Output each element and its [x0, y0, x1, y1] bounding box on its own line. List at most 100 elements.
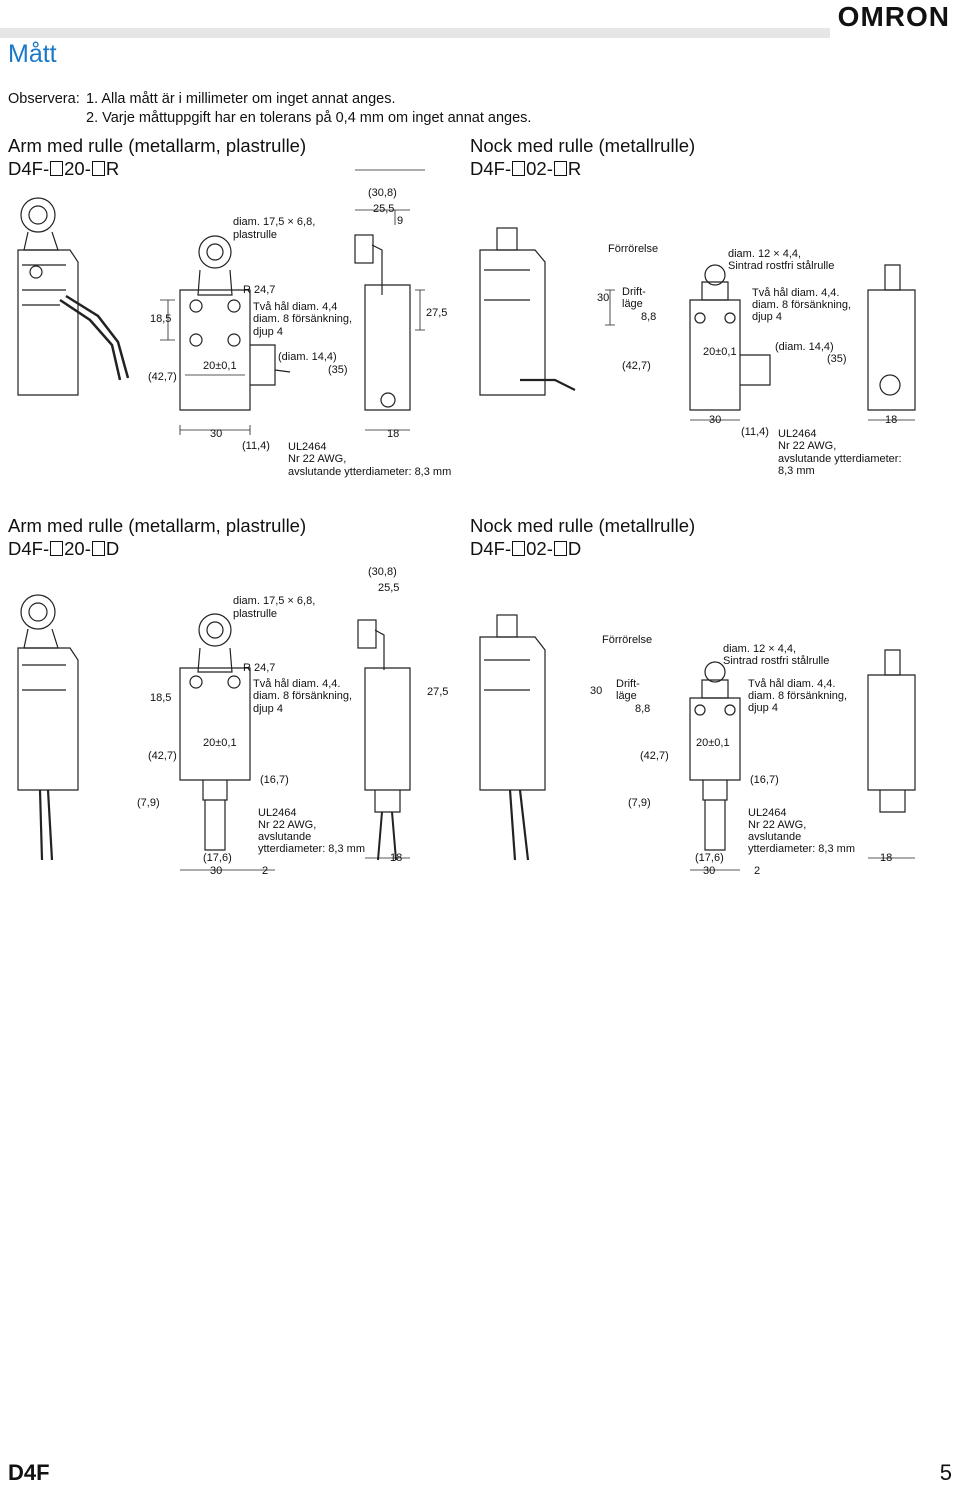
dim-label: 18	[387, 428, 400, 440]
dim-label: avslutande	[258, 831, 312, 843]
dim-label: (42,7)	[640, 750, 669, 762]
drawing-arm-r-side	[354, 169, 425, 411]
dim-label: R 24,7	[243, 662, 276, 674]
notes: Observera:1. Alla mått är i millimeter o…	[8, 90, 531, 128]
dim-label: 20±0,1	[703, 346, 737, 358]
dim-label: diam. 8 försänkning,	[752, 299, 852, 311]
dim-label: 8,8	[635, 703, 651, 715]
dim-label: plastrulle	[233, 229, 278, 241]
dim-label: 8,8	[641, 311, 657, 323]
dim-label: diam. 8 försänkning,	[253, 313, 353, 325]
dim-label: diam. 8 försänkning,	[748, 690, 848, 702]
section-title-arm-d: Arm med rulle (metallarm, plastrulle) D4…	[8, 514, 306, 560]
dim-label: 2	[754, 865, 761, 877]
drawing-cam-d-front	[689, 661, 741, 851]
dim-label: avslutande	[748, 831, 802, 843]
dim-label: Två hål diam. 4,4.	[253, 678, 341, 690]
dim-label: R 24,7	[243, 284, 276, 296]
drawing-arm-d-side	[357, 619, 411, 861]
dim-label: (7,9)	[628, 797, 651, 809]
dim-label: Nr 22 AWG,	[258, 819, 317, 831]
dim-label: diam. 12 × 4,4,	[723, 643, 797, 655]
dim-label: (35)	[328, 364, 348, 376]
dim-label: 30	[590, 685, 603, 697]
footer-page-number: 5	[939, 1460, 952, 1485]
brand-logo: OMRON	[837, 1, 950, 32]
dim-label: (17,6)	[695, 852, 724, 864]
dim-label: Nr 22 AWG,	[748, 819, 807, 831]
section-title-arm-r: Arm med rulle (metallarm, plastrulle) D4…	[8, 134, 306, 180]
dim-label: diam. 17,5 × 6,8,	[233, 595, 316, 607]
drawing-arm-r-perspective	[17, 197, 130, 396]
dim-label: (7,9)	[137, 797, 160, 809]
dim-label: 18,5	[150, 692, 172, 704]
dim-label: 18,5	[150, 313, 172, 325]
dim-label: djup 4	[253, 703, 283, 715]
dim-label: 20±0,1	[203, 360, 237, 372]
dim-label: 30	[597, 292, 610, 304]
dim-label: UL2464	[288, 441, 327, 453]
dim-label: Två hål diam. 4,4.	[752, 287, 840, 299]
dim-label: (diam. 14,4)	[278, 351, 337, 363]
dim-label: djup 4	[748, 702, 778, 714]
note-2: 2. Varje måttuppgift har en tolerans på …	[86, 110, 532, 126]
dim-label: Nr 22 AWG,	[778, 440, 837, 452]
dim-label: Förrörelse	[602, 634, 653, 646]
note-1: 1. Alla mått är i millimeter om inget an…	[86, 91, 396, 107]
dim-label: Sintrad rostfri stålrulle	[728, 260, 835, 272]
dim-label: 30	[210, 865, 223, 877]
dim-label: ytterdiameter: 8,3 mm	[748, 843, 855, 855]
dim-label: 30	[210, 428, 223, 440]
dim-label: (42,7)	[148, 750, 177, 762]
dim-label: 20±0,1	[696, 737, 730, 749]
dim-label: djup 4	[752, 311, 782, 323]
drawing-arm-d-front	[179, 613, 251, 851]
dim-label: Nr 22 AWG,	[288, 453, 347, 465]
dim-label: diam. 17,5 × 6,8,	[233, 216, 316, 228]
model-code: D4F-20-R	[8, 158, 120, 179]
drawing-cam-d-perspective	[479, 614, 546, 861]
drawing-arm-d-perspective	[17, 594, 79, 861]
dim-label: 20±0,1	[203, 737, 237, 749]
dim-label: 18	[885, 414, 898, 426]
model-code: D4F-02-R	[470, 158, 582, 179]
dim-label: läge	[622, 298, 643, 310]
drawing-arm-r-front	[160, 235, 291, 411]
dim-label: avslutande ytterdiameter:	[778, 453, 902, 465]
dim-label: UL2464	[748, 807, 787, 819]
dim-label: läge	[616, 690, 637, 702]
dim-label: (diam. 14,4)	[775, 341, 834, 353]
model-code: D4F-20-D	[8, 538, 120, 559]
dim-label: (30,8)	[368, 187, 397, 199]
section-title-cam-r: Nock med rulle (metallrulle) D4F-02-R	[470, 134, 695, 180]
dim-label: ytterdiameter: 8,3 mm	[258, 843, 365, 855]
dim-label: (11,4)	[242, 440, 270, 452]
dim-label: Två hål diam. 4,4	[253, 301, 338, 313]
dim-label: (42,7)	[148, 371, 177, 383]
header-logo-area	[830, 0, 960, 38]
dim-label: 30	[709, 414, 722, 426]
dim-label: UL2464	[778, 428, 817, 440]
dim-label: UL2464	[258, 807, 297, 819]
dim-label: Sintrad rostfri stålrulle	[723, 655, 830, 667]
dim-label: Två hål diam. 4,4.	[748, 678, 836, 690]
dim-label: 9	[397, 215, 404, 227]
dim-label: (35)	[827, 353, 847, 365]
dim-label: (16,7)	[750, 774, 779, 786]
section-heading: Arm med rulle (metallarm, plastrulle)	[8, 515, 307, 536]
drawing-cam-r-perspective	[479, 227, 576, 396]
section-heading: Nock med rulle (metallrulle)	[470, 515, 696, 536]
dim-label: (42,7)	[622, 360, 651, 372]
dim-label: 27,5	[426, 307, 448, 319]
dim-label: (17,6)	[203, 852, 232, 864]
section-heading: Nock med rulle (metallrulle)	[470, 135, 696, 156]
header-band	[0, 28, 960, 38]
page-title: Mått	[8, 40, 57, 68]
section-title-cam-d: Nock med rulle (metallrulle) D4F-02-D	[470, 514, 695, 560]
dim-label: (16,7)	[260, 774, 289, 786]
drawing-cam-r-front	[605, 264, 771, 411]
dim-label: plastrulle	[233, 608, 278, 620]
footer-product: D4F	[8, 1460, 50, 1485]
dim-label: diam. 8 försänkning,	[253, 690, 353, 702]
dim-label: Drift-	[616, 678, 640, 690]
